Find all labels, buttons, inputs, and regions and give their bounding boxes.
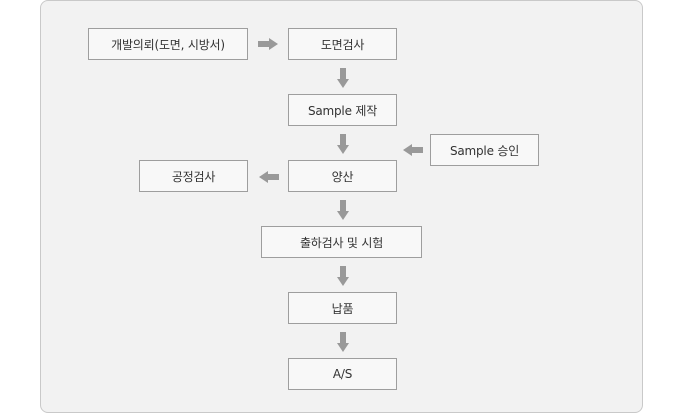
mass-production-box: 양산 xyxy=(288,160,397,192)
sample-making-label: Sample 제작 xyxy=(307,103,378,118)
sample-making-box: Sample 제작 xyxy=(288,94,397,126)
process-inspection-label: 공정검사 xyxy=(171,169,216,184)
sample-approval-box: Sample 승인 xyxy=(430,134,539,166)
drawing-review-box: 도면검사 xyxy=(288,28,397,60)
sample-approval-label: Sample 승인 xyxy=(449,143,520,158)
dev-request-label: 개발의뢰(도면, 시방서) xyxy=(111,37,225,52)
dev-request-box: 개발의뢰(도면, 시방서) xyxy=(88,28,248,60)
arrow-down-icon xyxy=(337,68,349,88)
delivery-box: 납품 xyxy=(288,292,397,324)
after-service-label: A/S xyxy=(332,367,353,381)
arrow-left-icon xyxy=(259,171,279,183)
mass-production-label: 양산 xyxy=(331,169,354,184)
shipping-inspection-box: 출하검사 및 시험 xyxy=(261,226,422,258)
delivery-label: 납품 xyxy=(331,301,354,316)
arrow-left-icon xyxy=(403,144,423,156)
after-service-box: A/S xyxy=(288,358,397,390)
arrow-down-icon xyxy=(337,134,349,154)
drawing-review-label: 도면검사 xyxy=(320,37,365,52)
shipping-inspection-label: 출하검사 및 시험 xyxy=(299,235,384,250)
arrow-down-icon xyxy=(337,332,349,352)
arrow-down-icon xyxy=(337,200,349,220)
process-inspection-box: 공정검사 xyxy=(139,160,248,192)
arrow-right-icon xyxy=(258,38,278,50)
arrow-down-icon xyxy=(337,266,349,286)
